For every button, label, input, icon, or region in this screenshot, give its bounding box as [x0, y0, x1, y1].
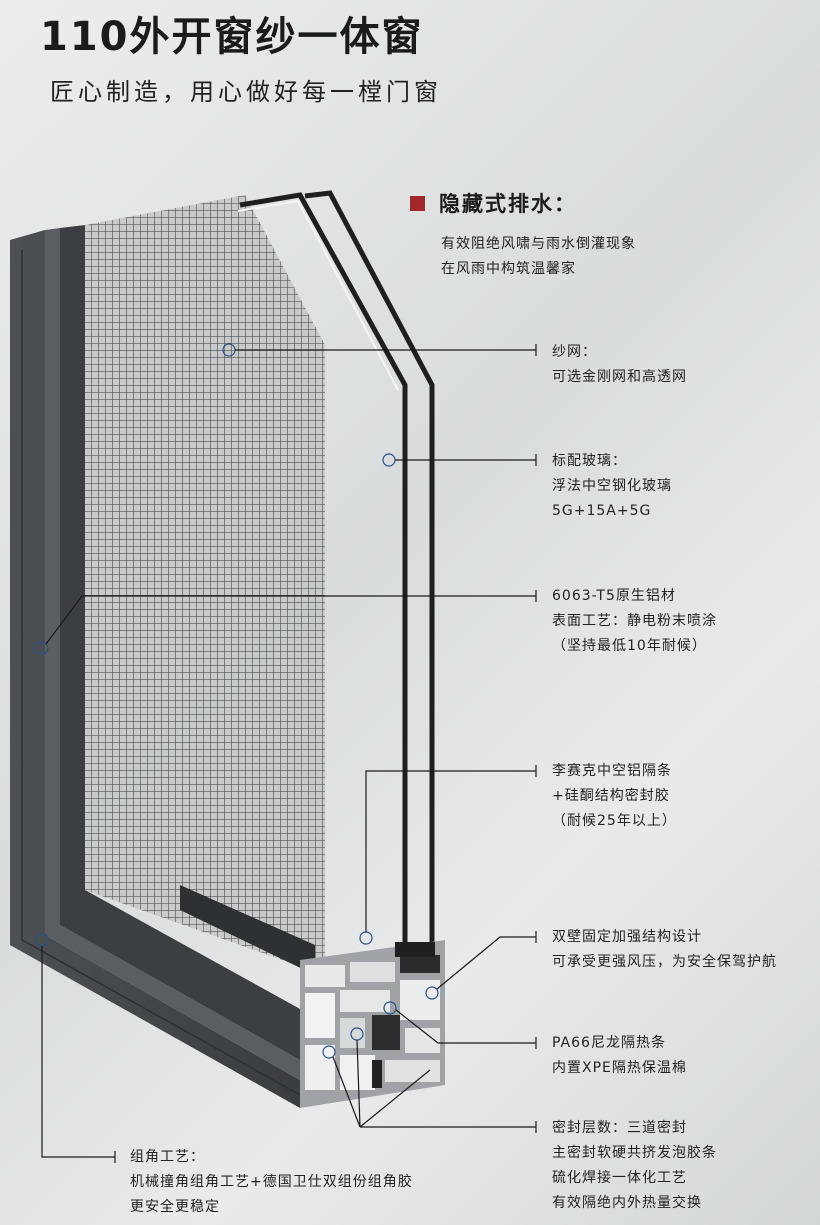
callout-line: 硫化焊接一体化工艺 — [552, 1170, 687, 1186]
page-subtitle: 匠心制造，用心做好每一樘门窗 — [50, 78, 442, 106]
corner-callout: 组角工艺： 机械撞角组角工艺+德国卫仕双组份组角胶 更安全更稳定 — [130, 1145, 413, 1220]
callout-line: 组角工艺： — [130, 1149, 205, 1165]
callout-line: 6063-T5原生铝材 — [552, 588, 676, 604]
callout-line: 有效隔绝内外热量交换 — [552, 1195, 702, 1211]
drainage-callout: 有效阻绝风啸与雨水倒灌现象 在风雨中构筑温馨家 — [441, 232, 636, 282]
callout-line: 更安全更稳定 — [130, 1199, 220, 1215]
screen-mesh — [85, 195, 325, 975]
profile-cross-section — [300, 940, 445, 1108]
seals-callout: 密封层数：三道密封 主密封软硬共挤发泡胶条 硫化焊接一体化工艺 有效隔绝内外热量… — [552, 1116, 717, 1216]
double-wall-callout: 双壁固定加强结构设计 可承受更强风压，为安全保驾护航 — [552, 925, 777, 975]
callout-line: 在风雨中构筑温馨家 — [441, 261, 576, 277]
page-title: 110外开窗纱一体窗 — [40, 14, 424, 60]
callout-line: （坚持最低10年耐候） — [552, 638, 707, 654]
accent-square-icon — [410, 195, 425, 211]
callout-line: 机械撞角组角工艺+德国卫仕双组份组角胶 — [130, 1174, 413, 1190]
callout-line: 可承受更强风压，为安全保驾护航 — [552, 954, 777, 970]
thermal-break-callout: PA66尼龙隔热条 内置XPE隔热保温棉 — [552, 1031, 687, 1081]
callout-line: 5G+15A+5G — [552, 503, 652, 519]
callout-line: 李赛克中空铝隔条 — [552, 763, 672, 779]
leader-lines — [35, 343, 537, 1163]
callout-line: 可选金刚网和高透网 — [552, 369, 687, 385]
callout-line: 标配玻璃： — [552, 453, 627, 469]
drainage-heading-text: 隐藏式排水： — [439, 192, 577, 216]
callout-line: 主密封软硬共挤发泡胶条 — [552, 1145, 717, 1161]
callout-line: 有效阻绝风啸与雨水倒灌现象 — [441, 236, 636, 252]
drainage-heading: 隐藏式排水： — [410, 188, 577, 218]
callout-line: （耐候25年以上） — [552, 813, 677, 829]
callout-line: 密封层数：三道密封 — [552, 1120, 687, 1136]
callout-line: +硅酮结构密封胶 — [552, 788, 670, 804]
callout-line: 双壁固定加强结构设计 — [552, 929, 702, 945]
callout-line: 表面工艺：静电粉末喷涂 — [552, 613, 717, 629]
callout-line: 内置XPE隔热保温棉 — [552, 1060, 687, 1076]
glass-callout: 标配玻璃： 浮法中空钢化玻璃 5G+15A+5G — [552, 449, 672, 524]
screen-callout: 纱网： 可选金刚网和高透网 — [552, 340, 687, 390]
insulated-glass — [237, 190, 435, 960]
spacer-callout: 李赛克中空铝隔条 +硅酮结构密封胶 （耐候25年以上） — [552, 759, 677, 834]
callout-line: PA66尼龙隔热条 — [552, 1035, 666, 1051]
callout-line: 纱网： — [552, 344, 597, 360]
callout-line: 浮法中空钢化玻璃 — [552, 478, 672, 494]
aluminum-callout: 6063-T5原生铝材 表面工艺：静电粉末喷涂 （坚持最低10年耐候） — [552, 584, 717, 659]
aluminum-frame — [10, 225, 320, 1108]
